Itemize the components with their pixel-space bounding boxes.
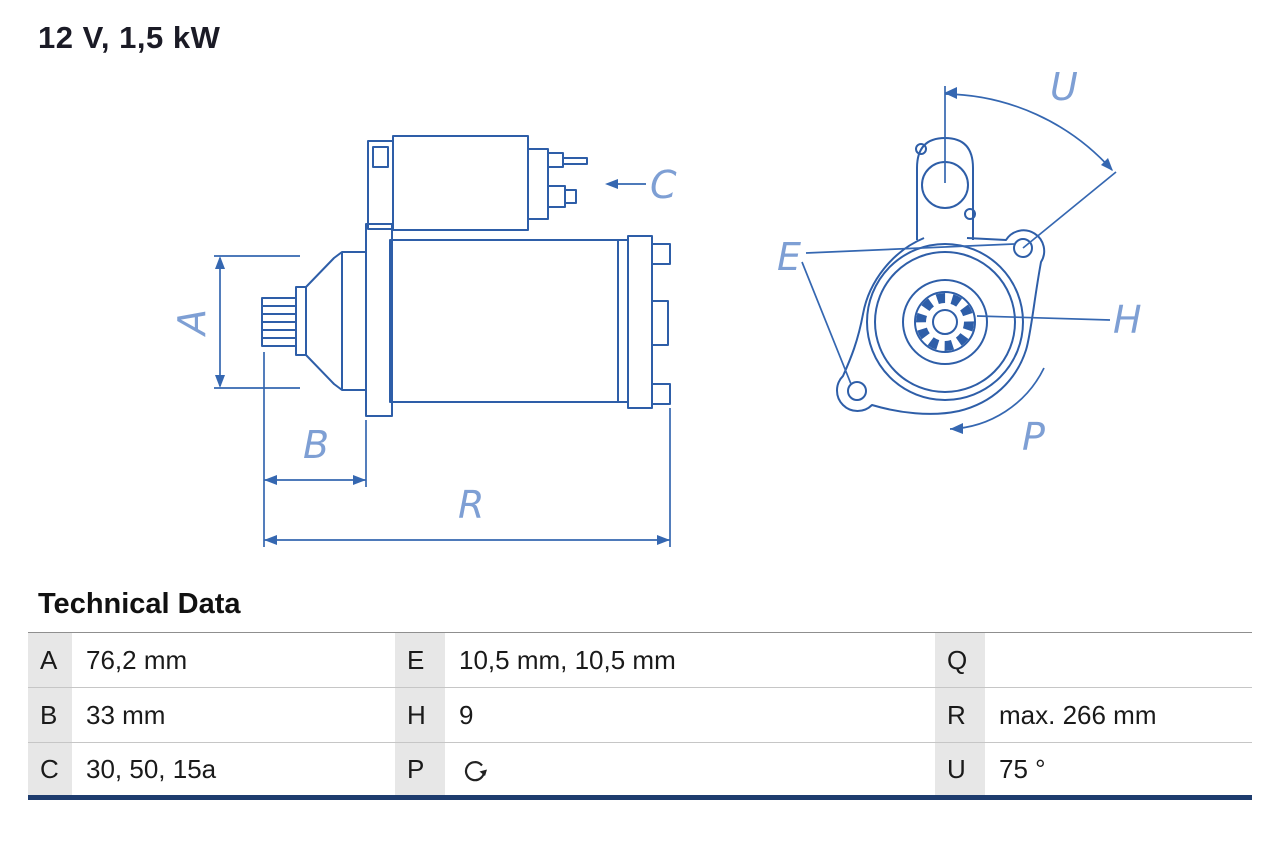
side-view [261, 135, 671, 417]
spec-value-h: 9 [445, 687, 935, 743]
table-row: B 33 mm H 9 R max. 266 mm [28, 687, 1252, 743]
dimension-label-a: A [170, 309, 214, 338]
spec-key-b: B [28, 687, 72, 743]
spec-value-q [985, 632, 1252, 688]
spec-value-b: 33 mm [72, 687, 395, 743]
table-row: A 76,2 mm E 10,5 mm, 10,5 mm Q [28, 632, 1252, 688]
technical-data-table: A 76,2 mm E 10,5 mm, 10,5 mm Q B 33 mm H… [28, 632, 1252, 800]
dimension-label-h: H [1113, 298, 1142, 342]
spec-key-a: A [28, 632, 72, 688]
spec-value-a: 76,2 mm [72, 632, 395, 688]
spec-value-p [445, 742, 935, 798]
dimension-label-c: C [650, 163, 677, 207]
dimension-label-u: U [1050, 65, 1078, 109]
starter-motor-technical-drawing: A B R C U E H P [170, 65, 1142, 547]
table-row: C 30, 50, 15a P U 75 ° [28, 742, 1252, 798]
rotation-cw-icon [464, 760, 487, 781]
front-view-dimensions [801, 86, 1117, 434]
spec-key-r: R [935, 687, 985, 743]
spec-value-r: max. 266 mm [985, 687, 1252, 743]
spec-value-e: 10,5 mm, 10,5 mm [445, 632, 935, 688]
spec-key-p: P [395, 742, 445, 798]
spec-key-c: C [28, 742, 72, 798]
dimension-labels: A B R C U E H P [170, 65, 1142, 527]
spec-value-c: 30, 50, 15a [72, 742, 395, 798]
dimension-label-b: B [303, 423, 329, 467]
technical-data-heading: Technical Data [38, 588, 241, 620]
spec-key-h: H [395, 687, 445, 743]
spec-key-q: Q [935, 632, 985, 688]
dimension-label-p: P [1022, 415, 1045, 459]
spec-key-u: U [935, 742, 985, 798]
dimension-label-e: E [777, 235, 801, 279]
side-view-dimensions [214, 179, 671, 547]
product-spec-title: 12 V, 1,5 kW [38, 20, 221, 55]
spec-key-e: E [395, 632, 445, 688]
dimension-label-r: R [458, 483, 484, 527]
front-view [836, 137, 1046, 415]
spec-value-u: 75 ° [985, 742, 1252, 798]
